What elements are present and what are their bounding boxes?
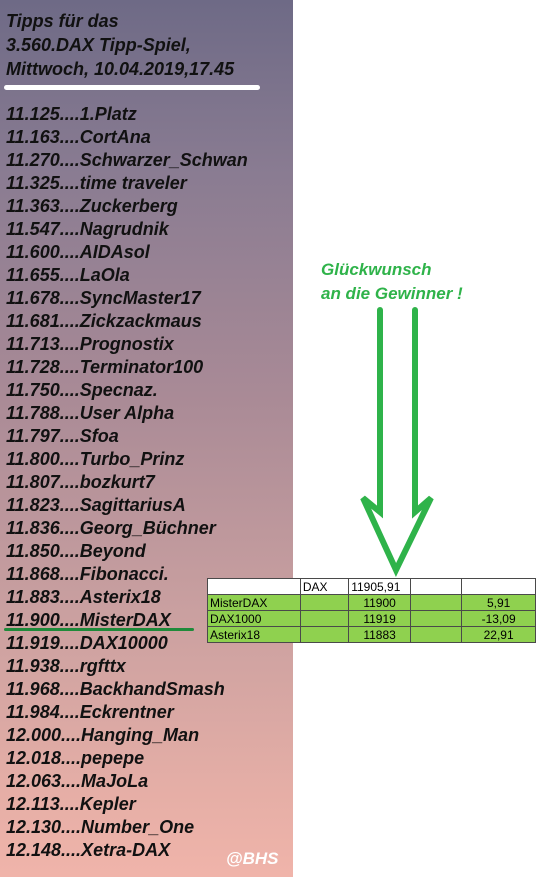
table-cell: [409, 610, 463, 627]
tip-row: 12.113....Kepler: [6, 794, 136, 814]
table-cell: 22,91: [461, 626, 536, 643]
table-cell: [207, 578, 301, 595]
tip-row: 11.713....Prognostix: [6, 334, 174, 354]
tip-row: 11.868....Fibonacci.: [6, 564, 169, 584]
tip-row: 11.728....Terminator100: [6, 357, 204, 377]
title-divider: [4, 85, 260, 90]
tips-list: 11.125....1.Platz 11.163....CortAna 11.2…: [6, 103, 248, 862]
tip-row: 11.797....Sfoa: [6, 426, 119, 446]
table-cell: [299, 594, 350, 611]
table-cell: 5,91: [461, 594, 536, 611]
congrats-line: an die Gewinner !: [321, 284, 463, 303]
tip-row: 11.163....CortAna: [6, 127, 151, 147]
tip-row: 12.063....MaJoLa: [6, 771, 149, 791]
tip-row: 11.968....BackhandSmash: [6, 679, 225, 699]
watermark: @BHS: [226, 849, 279, 868]
tip-row: 11.984....Eckrentner: [6, 702, 174, 722]
table-cell: 11883: [348, 626, 411, 643]
title-line: Tipps für das: [6, 11, 119, 31]
tip-row: 11.363....Zuckerberg: [6, 196, 178, 216]
tip-row: 11.270....Schwarzer_Schwan: [6, 150, 248, 170]
table-row: DAX1000 11919 -13,09: [207, 610, 536, 627]
table-cell: MisterDAX: [207, 594, 301, 611]
page-title: Tipps für das 3.560.DAX Tipp-Spiel, Mitt…: [6, 9, 234, 81]
table-cell: 11905,91: [348, 578, 411, 595]
tips-panel: Tipps für das 3.560.DAX Tipp-Spiel, Mitt…: [0, 0, 293, 877]
tip-row: 11.823....SagittariusA: [6, 495, 186, 515]
down-arrow-icon: [360, 307, 434, 578]
table-cell: [409, 578, 463, 595]
tip-row: 11.938....rgfttx: [6, 656, 126, 676]
table-cell: DAX: [299, 578, 350, 595]
table-row: Asterix18 11883 22,91: [207, 626, 536, 643]
tip-row: 11.547....Nagrudnik: [6, 219, 169, 239]
table-cell: -13,09: [461, 610, 536, 627]
tip-row: 11.750....Specnaz.: [6, 380, 158, 400]
tip-row: 11.883....Asterix18: [6, 587, 161, 607]
tip-row: 11.600....AIDAsol: [6, 242, 150, 262]
tip-row: 11.681....Zickzackmaus: [6, 311, 202, 331]
tip-row: 11.836....Georg_Büchner: [6, 518, 216, 538]
winner-underline: [4, 628, 194, 631]
tip-row: 11.807....bozkurt7: [6, 472, 155, 492]
tip-row: 11.788....User Alpha: [6, 403, 175, 423]
tip-row: 11.325....time traveler: [6, 173, 187, 193]
table-cell: 11919: [348, 610, 411, 627]
tip-row: 11.678....SyncMaster17: [6, 288, 201, 308]
table-cell: [409, 594, 463, 611]
table-cell: [299, 610, 350, 627]
tip-row: 12.000....Hanging_Man: [6, 725, 200, 745]
title-line: Mittwoch, 10.04.2019,17.45: [6, 59, 235, 79]
tip-row: 11.800....Turbo_Prinz: [6, 449, 185, 469]
table-row: MisterDAX 11900 5,91: [207, 594, 536, 611]
table-cell: [409, 626, 463, 643]
tip-row: 12.018....pepepe: [6, 748, 145, 768]
table-cell: [299, 626, 350, 643]
congrats-text: Glückwunsch an die Gewinner !: [321, 258, 463, 306]
results-table: DAX 11905,91 MisterDAX 11900 5,91 DAX100…: [207, 578, 536, 643]
tip-row: 12.148....Xetra-DAX: [6, 840, 171, 860]
table-cell: 11900: [348, 594, 411, 611]
table-cell: [461, 578, 536, 595]
table-header-row: DAX 11905,91: [207, 578, 536, 595]
tip-row: 11.919....DAX10000: [6, 633, 168, 653]
congrats-line: Glückwunsch: [321, 260, 432, 279]
tip-row: 11.655....LaOla: [6, 265, 130, 285]
title-line: 3.560.DAX Tipp-Spiel,: [6, 35, 191, 55]
table-cell: Asterix18: [207, 626, 301, 643]
tip-row: 11.125....1.Platz: [6, 104, 137, 124]
tip-row-winner: 11.900....MisterDAX: [6, 610, 171, 630]
tip-row: 12.130....Number_One: [6, 817, 195, 837]
tip-row: 11.850....Beyond: [6, 541, 146, 561]
table-cell: DAX1000: [207, 610, 301, 627]
